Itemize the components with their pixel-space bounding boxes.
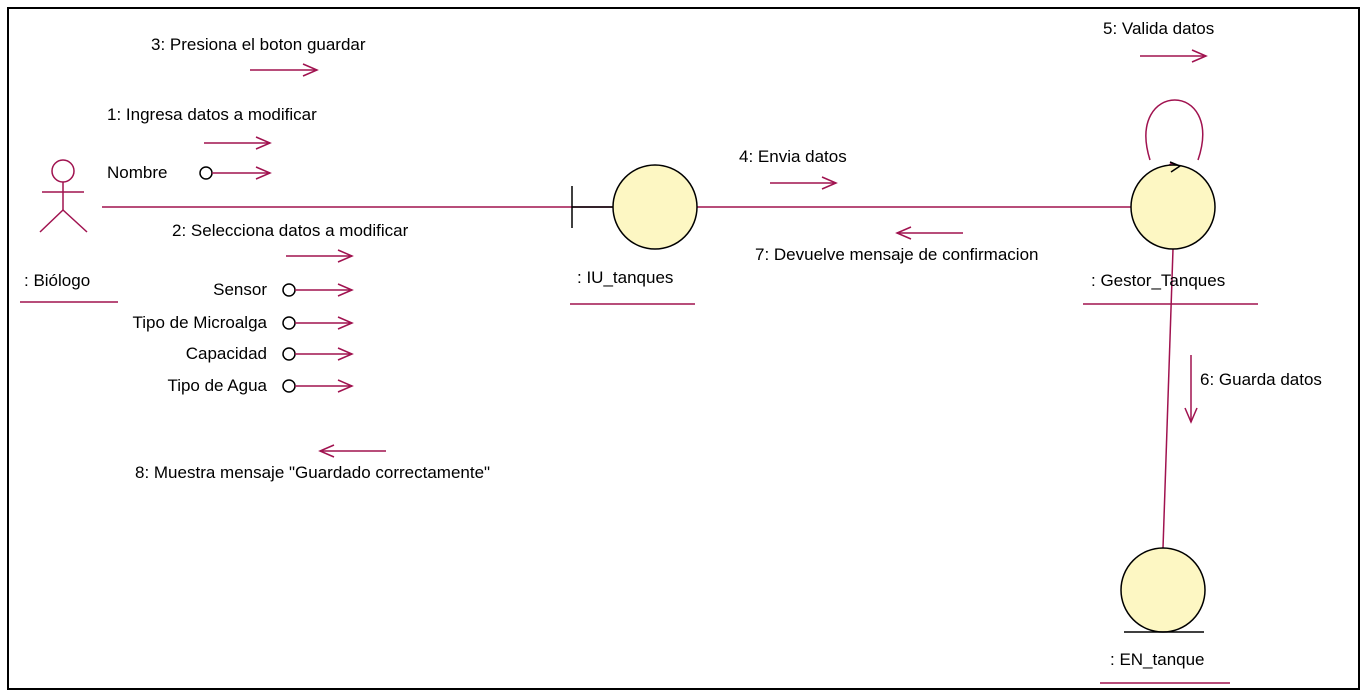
dataflow-tipo-microalga-arrow <box>282 316 354 330</box>
message-7-arrow <box>895 226 963 240</box>
control-object-name: : Gestor_Tanques <box>1091 271 1226 290</box>
dataflow-nombre-arrow <box>199 166 272 180</box>
dataflow-sensor-label: Sensor <box>213 280 267 299</box>
dataflow-tipo-agua-label: Tipo de Agua <box>167 376 267 395</box>
self-loop-control <box>1145 99 1204 161</box>
dataflow-tipo-agua-arrow <box>282 379 354 393</box>
message-3-arrow <box>250 63 319 77</box>
dataflow-sensor-arrow <box>282 283 354 297</box>
dataflow-tipo-microalga-label: Tipo de Microalga <box>132 313 268 332</box>
dataflow-nombre-label: Nombre <box>107 163 168 182</box>
actor-name: : Biólogo <box>24 271 91 290</box>
control-object-icon <box>1130 161 1216 250</box>
message-5-arrow <box>1140 49 1208 63</box>
message-6-arrow <box>1184 355 1198 424</box>
message-3-label: 3: Presiona el boton guardar <box>151 35 366 54</box>
entity-object-name: : EN_tanque <box>1110 650 1205 669</box>
link-control-entity <box>1162 248 1174 549</box>
message-6-label: 6: Guarda datos <box>1200 370 1322 389</box>
message-2-label: 2: Selecciona datos a modificar <box>172 221 409 240</box>
message-7-label: 7: Devuelve mensaje de confirmacion <box>755 245 1039 264</box>
boundary-object-icon <box>571 164 698 250</box>
message-8-label: 8: Muestra mensaje "Guardado correctamen… <box>135 463 491 482</box>
entity-object-icon <box>1120 547 1206 633</box>
dataflow-capacidad-arrow <box>282 347 354 361</box>
message-8-arrow <box>318 444 386 458</box>
stick-figure-actor-icon <box>39 159 88 233</box>
message-1-arrow <box>204 136 272 150</box>
boundary-object-name: : IU_tanques <box>577 268 674 287</box>
dataflow-capacidad-label: Capacidad <box>185 344 267 363</box>
message-4-label: 4: Envia datos <box>739 147 847 166</box>
message-4-arrow <box>770 176 838 190</box>
message-2-arrow <box>286 249 354 263</box>
message-1-label: 1: Ingresa datos a modificar <box>107 105 317 124</box>
message-5-label: 5: Valida datos <box>1103 19 1215 38</box>
